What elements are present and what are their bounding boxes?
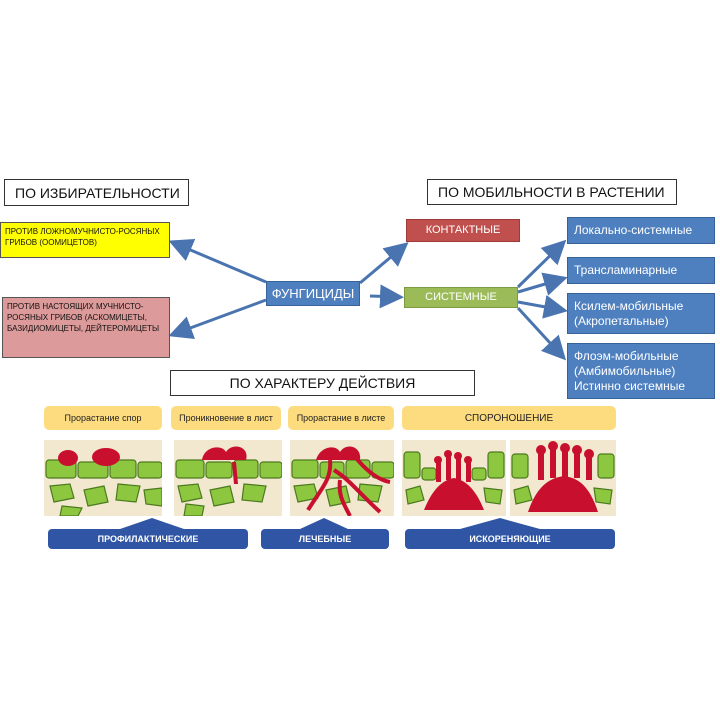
arrow-to-local-systemic xyxy=(516,239,567,289)
heading-action: ПО ХАРАКТЕРУ ДЕЙСТВИЯ xyxy=(170,370,475,396)
heading-selectivity: ПО ИЗБИРАТЕЛЬНОСТИ xyxy=(4,179,189,206)
band-pointer-prophylactic xyxy=(120,518,184,529)
arrow-to-translaminar xyxy=(517,272,568,296)
panel-leaf-penetration xyxy=(174,440,282,516)
stage-sporulation: СПОРОНОШЕНИЕ xyxy=(402,406,616,430)
spore-germination-illustration xyxy=(45,448,162,516)
oomycetes-box: ПРОТИВ ЛОЖНОМУЧНИСТО-РОСЯНЫХ ГРИБОВ (ООМ… xyxy=(0,222,170,258)
sporulation-illustration-1 xyxy=(403,450,505,510)
leaf-penetration-illustration xyxy=(175,446,282,516)
band-prophylactic: ПРОФИЛАКТИЧЕСКИЕ xyxy=(48,529,248,549)
sporulation-illustration-2 xyxy=(511,441,615,512)
phloem-mobile-node: Флоэм-мобильные (Амбимобильные) Истинно … xyxy=(567,343,715,399)
arrow-to-contact xyxy=(359,242,409,285)
fungicides-node: ФУНГИЦИДЫ xyxy=(266,281,360,306)
contact-node: КОНТАКТНЫЕ xyxy=(406,219,520,242)
arrow-to-systemic xyxy=(369,284,404,309)
local-systemic-node: Локально-системные xyxy=(567,217,715,244)
arrow-to-ascomycetes xyxy=(168,298,267,340)
growth-in-leaf-illustration xyxy=(291,446,394,516)
systemic-node: СИСТЕМНЫЕ xyxy=(404,287,518,308)
band-pointer-eradicant xyxy=(460,518,540,529)
band-pointer-curative xyxy=(300,518,348,529)
band-eradicant: ИСКОРЕНЯЮЩИЕ xyxy=(405,529,615,549)
stage-growth-in-leaf: Прорастание в листе xyxy=(288,406,394,430)
arrow-to-phloem xyxy=(516,306,567,361)
panel-growth-in-leaf xyxy=(290,440,394,516)
panel-spore-germination xyxy=(44,440,162,516)
heading-mobility: ПО МОБИЛЬНОСТИ В РАСТЕНИИ xyxy=(427,179,677,205)
arrow-to-oomycetes xyxy=(168,238,267,284)
translaminar-node: Транслaминарные xyxy=(567,257,715,284)
panel-sporulation-2 xyxy=(510,440,616,516)
xylem-mobile-node: Ксилем-мобильные (Акропетальные) xyxy=(567,293,715,334)
band-curative: ЛЕЧЕБНЫЕ xyxy=(261,529,389,549)
arrow-to-xylem xyxy=(517,294,568,319)
true-mildew-box: ПРОТИВ НАСТОЯЩИХ МУЧНИСТО-РОСЯНЫХ ГРИБОВ… xyxy=(2,297,170,358)
panel-sporulation-1 xyxy=(402,440,506,516)
stage-leaf-penetration: Проникновение в лист xyxy=(171,406,281,430)
stage-spore-germination: Прорастание спор xyxy=(44,406,162,430)
